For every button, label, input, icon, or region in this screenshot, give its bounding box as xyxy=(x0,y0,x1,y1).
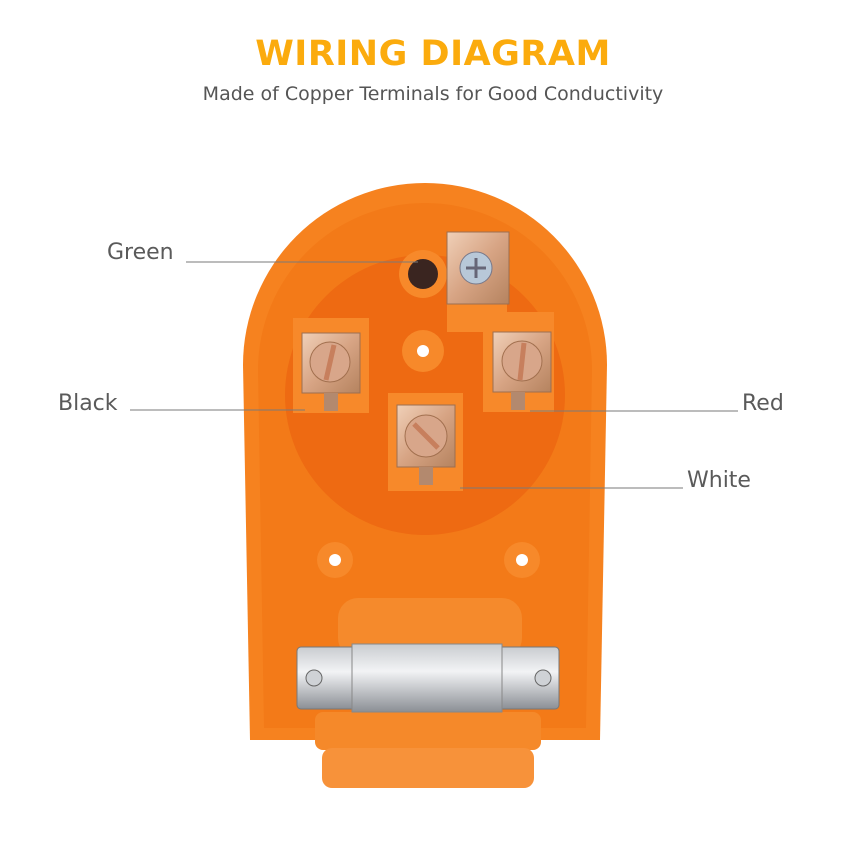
diagram-title: WIRING DIAGRAM xyxy=(255,34,611,74)
label-white: White xyxy=(687,468,751,493)
ground-hole xyxy=(408,259,438,289)
screw-icon xyxy=(305,669,323,687)
leader-lines xyxy=(130,261,738,489)
screw-icon xyxy=(534,669,552,687)
cord-collar xyxy=(338,598,522,658)
diagram-subtitle: Made of Copper Terminals for Good Conduc… xyxy=(202,83,664,105)
label-black: Black xyxy=(58,391,118,416)
label-red: Red xyxy=(742,391,784,416)
label-green: Green xyxy=(107,240,174,265)
